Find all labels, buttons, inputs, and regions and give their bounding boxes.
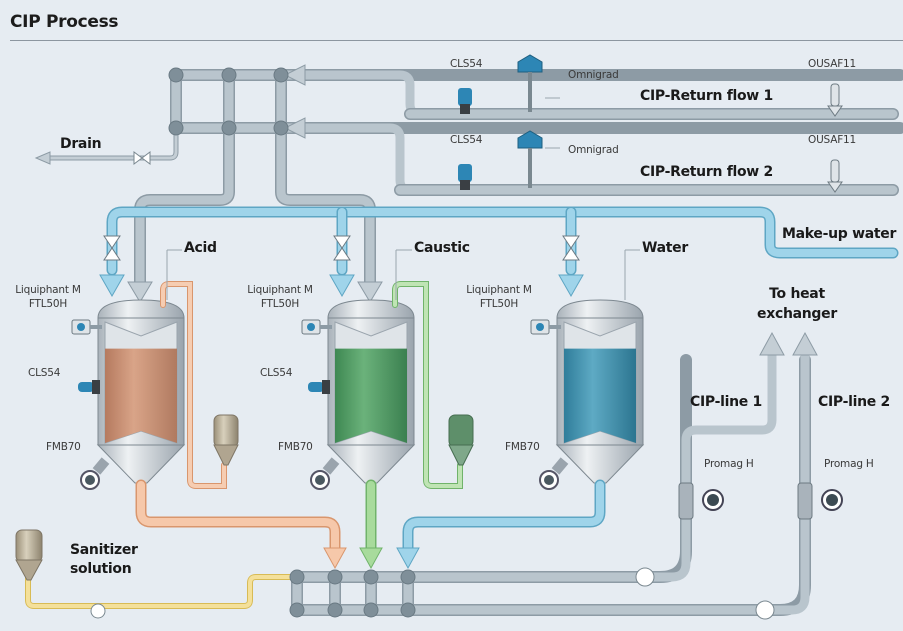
drain-arrow-icon — [34, 151, 51, 165]
liquiphant-water-label-1: Liquiphant M — [466, 284, 532, 296]
ousaf11-return-1 — [827, 83, 843, 117]
makeup-water-line — [106, 206, 899, 276]
supply-manifold — [291, 350, 811, 616]
tank-liquid-level — [105, 348, 177, 443]
liquiphant-acid-label-1: Liquiphant M — [15, 284, 81, 296]
tank-liquid-level — [335, 348, 407, 443]
ousaf11-return-2 — [827, 159, 843, 193]
return-flow-1-label: CIP-Return flow 1 — [640, 88, 773, 104]
acid-label: Acid — [184, 240, 217, 256]
cip-pump-1-icon — [635, 567, 655, 587]
fmb70-acid-label: FMB70 — [46, 441, 81, 453]
manifold-junction-nodes — [289, 569, 416, 618]
to-heat-exchanger-arrow-2 — [792, 331, 818, 356]
sanitizer-tank — [15, 529, 43, 581]
promag-flowmeter-2 — [797, 482, 843, 520]
tank-caustic — [301, 299, 416, 490]
ousaf11-2-label: OUSAF11 — [808, 134, 856, 146]
sanitizer-pump-icon — [90, 603, 106, 619]
to-heat-exchanger-arrow-1 — [759, 331, 785, 356]
cip-line-1-label: CIP-line 1 — [690, 394, 762, 410]
heat-exchanger-label-line1: To heat — [769, 286, 825, 302]
promag-flowmeter-1 — [678, 482, 724, 520]
flow-arrow-return-2 — [283, 117, 306, 139]
cls54-caustic-label: CLS54 — [260, 367, 293, 379]
omnigrad-return-1 — [517, 54, 543, 112]
liquiphant-water-label-2: FTL50H — [479, 298, 519, 310]
cls54-acid-label: CLS54 — [28, 367, 61, 379]
liquiphant-caustic-label-2: FTL50H — [260, 298, 300, 310]
header-junction-nodes — [168, 67, 289, 136]
tank-acid — [71, 299, 186, 490]
cip-pump-2-icon — [755, 600, 775, 620]
cls54-return-2-label: CLS54 — [450, 134, 483, 146]
tank-water — [530, 299, 645, 490]
flow-arrow-return-1 — [283, 64, 306, 86]
liquiphant-acid-label-2: FTL50H — [28, 298, 68, 310]
fmb70-water-label: FMB70 — [505, 441, 540, 453]
cls54-return-1 — [458, 88, 472, 114]
makeup-water-label: Make-up water — [782, 226, 897, 242]
liquiphant-caustic-label-1: Liquiphant M — [247, 284, 313, 296]
page-title: CIP Process — [10, 12, 119, 32]
heat-exchanger-label-line2: exchanger — [757, 306, 837, 322]
omnigrad-2-label: Omnigrad — [568, 144, 619, 156]
omnigrad-return-2 — [517, 130, 543, 188]
ousaf11-1-label: OUSAF11 — [808, 58, 856, 70]
promag-1-label: Promag H — [704, 458, 754, 470]
return-flow-2-label: CIP-Return flow 2 — [640, 164, 773, 180]
sanitizer-label-line1: Sanitizer — [70, 542, 138, 558]
sanitizer-label-line2: solution — [70, 561, 132, 577]
caustic-dosing-tank — [448, 414, 474, 466]
cip-line-2-label: CIP-line 2 — [818, 394, 890, 410]
omnigrad-1-label: Omnigrad — [568, 69, 619, 81]
cls54-return-1-label: CLS54 — [450, 58, 483, 70]
drain-label: Drain — [60, 136, 102, 152]
promag-2-label: Promag H — [824, 458, 874, 470]
fmb70-caustic-label: FMB70 — [278, 441, 313, 453]
drain-valve-icon — [133, 151, 151, 165]
inlet-valves — [103, 235, 580, 261]
title-divider — [10, 40, 903, 41]
caustic-label: Caustic — [414, 240, 470, 256]
cls54-return-2 — [458, 164, 472, 190]
acid-dosing-tank — [213, 414, 239, 466]
tank-liquid-level — [564, 348, 636, 443]
water-label: Water — [642, 240, 688, 256]
